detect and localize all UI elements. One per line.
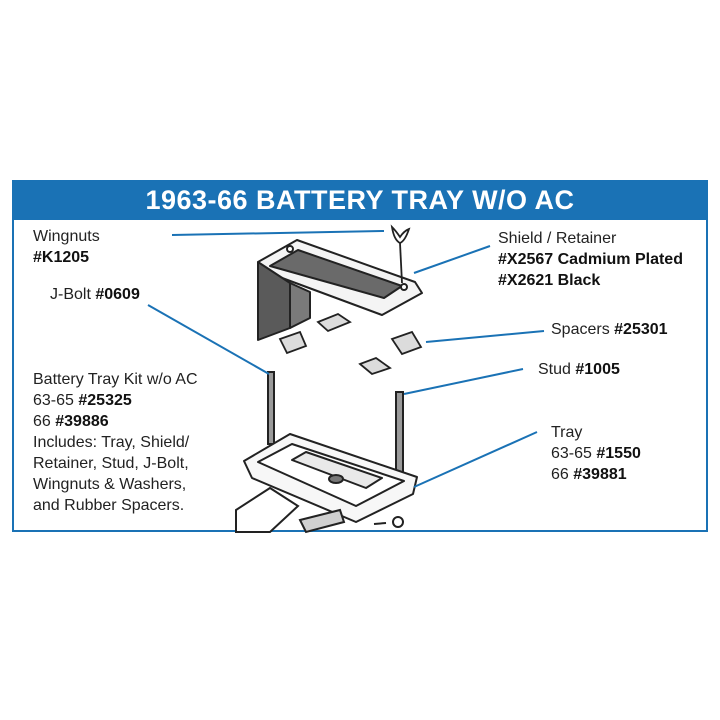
leader-lines: [147, 230, 545, 488]
spacers-name: Spacers: [551, 321, 610, 338]
mounting-bracket-illustration: [235, 486, 404, 534]
stud-label: Stud #1005: [538, 359, 620, 380]
kit-name: Battery Tray Kit w/o AC: [33, 371, 198, 388]
shield-retainer-label: Shield / Retainer #X2567 Cadmium Plated …: [498, 228, 683, 291]
kit-includes-line: Wingnuts & Washers,: [33, 476, 187, 493]
shield-retainer-name: Shield / Retainer: [498, 230, 617, 247]
kit-66-part-number: #39886: [55, 413, 109, 430]
tray-label: Tray 63-65 #1550 66 #39881: [551, 422, 641, 485]
stud-part-number: #1005: [575, 361, 620, 378]
diagram-title: 1963-66 BATTERY TRAY W/O AC: [12, 180, 708, 220]
wingnuts-part-number: #K1205: [33, 249, 90, 266]
kit-66-prefix: 66: [33, 413, 51, 430]
kit-includes-line: Retainer, Stud, J-Bolt,: [33, 455, 189, 472]
wingnuts-label: Wingnuts #K1205: [33, 226, 100, 268]
tray-66-part-number: #39881: [573, 466, 627, 483]
tray-63-65-prefix: 63-65: [551, 445, 592, 462]
spacers-label: Spacers #25301: [551, 319, 668, 340]
shield-retainer-illustration: [257, 239, 423, 341]
tray-66-prefix: 66: [551, 466, 569, 483]
kit-includes-line: Includes: Tray, Shield/: [33, 434, 190, 451]
stud-name: Stud: [538, 361, 571, 378]
kit-63-65-prefix: 63-65: [33, 392, 74, 409]
spacers-part-number: #25301: [614, 321, 668, 338]
spacers-illustration: [278, 312, 423, 376]
kit-includes-line: and Rubber Spacers.: [33, 497, 185, 514]
shield-black-part-number: #X2621 Black: [498, 272, 601, 289]
wingnut-illustration: [390, 224, 411, 284]
tray-illustration: [243, 433, 418, 523]
j-bolt-part-number: #0609: [95, 286, 140, 303]
j-bolt-name: J-Bolt: [50, 286, 91, 303]
wingnuts-name: Wingnuts: [33, 228, 100, 245]
tray-name: Tray: [551, 424, 583, 441]
j-bolt-illustration: [267, 371, 279, 453]
j-bolt-label: J-Bolt #0609: [50, 284, 140, 305]
tray-63-65-part-number: #1550: [596, 445, 641, 462]
shield-cadmium-part-number: #X2567 Cadmium Plated: [498, 251, 683, 268]
kit-63-65-part-number: #25325: [78, 392, 132, 409]
battery-tray-kit-label: Battery Tray Kit w/o AC 63-65 #25325 66 …: [33, 369, 198, 516]
